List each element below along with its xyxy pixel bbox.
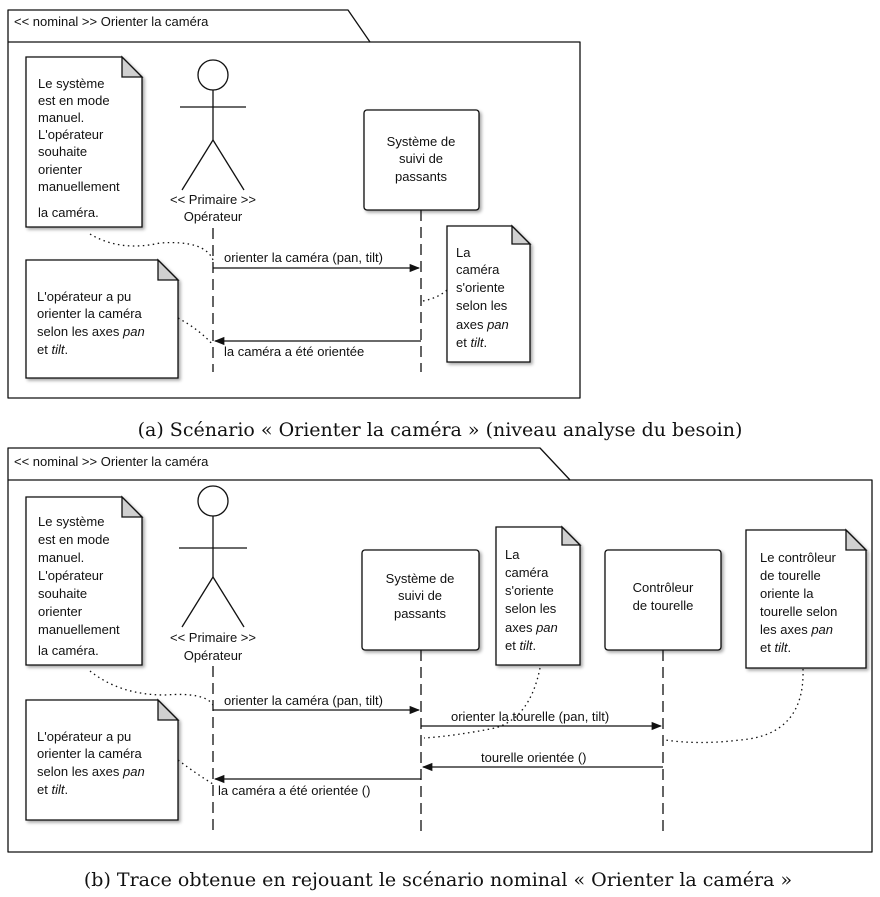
svg-text:la caméra.: la caméra. xyxy=(38,643,99,658)
svg-text:s'oriente: s'oriente xyxy=(505,583,554,598)
svg-text:manuellement: manuellement xyxy=(38,622,120,637)
svg-text:est en mode: est en mode xyxy=(38,93,110,108)
svg-text:axes pan: axes pan xyxy=(505,620,558,635)
svg-text:Le système: Le système xyxy=(38,76,104,91)
svg-text:orienter: orienter xyxy=(38,162,83,177)
caption-b: (b) Trace obtenue en rejouant le scénari… xyxy=(84,869,792,891)
svg-text:et tilt.: et tilt. xyxy=(505,638,536,653)
svg-text:et tilt.: et tilt. xyxy=(37,782,68,797)
svg-text:manuellement: manuellement xyxy=(38,179,120,194)
svg-text:selon les axes pan: selon les axes pan xyxy=(37,324,145,339)
svg-text:Le système: Le système xyxy=(38,514,104,529)
note-anchor-top-a xyxy=(89,233,214,261)
svg-text:suivi de: suivi de xyxy=(398,588,442,603)
note-anchor-bottom-b xyxy=(177,759,214,785)
svg-text:manuel.: manuel. xyxy=(38,550,84,565)
frame-label-a: << nominal >> Orienter la caméra xyxy=(14,14,209,29)
message-reply-label-b: la caméra a été orientée () xyxy=(218,783,370,798)
note-anchor-top-b xyxy=(89,670,214,706)
svg-text:orienter: orienter xyxy=(38,604,83,619)
note-anchor-right-b xyxy=(664,668,804,744)
svg-text:oriente la: oriente la xyxy=(760,586,814,601)
svg-text:axes pan: axes pan xyxy=(456,317,509,332)
svg-text:de tourelle: de tourelle xyxy=(760,568,821,583)
svg-text:tourelle selon: tourelle selon xyxy=(760,604,837,619)
svg-text:L'opérateur a pu: L'opérateur a pu xyxy=(37,289,131,304)
participant-system-a: Système de suivi de passants xyxy=(363,109,480,211)
note-left-top-a: Le système est en mode manuel. L'opérate… xyxy=(25,55,144,228)
message-turret-label-b: orienter la tourelle (pan, tilt) xyxy=(451,709,609,724)
svg-text:selon les: selon les xyxy=(505,601,557,616)
svg-text:manuel.: manuel. xyxy=(38,110,84,125)
caption-a: (a) Scénario « Orienter la caméra » (niv… xyxy=(138,419,743,441)
note-left-top-b: Le système est en mode manuel. L'opérate… xyxy=(25,495,144,666)
svg-text:s'oriente: s'oriente xyxy=(456,280,505,295)
note-right-a: La caméra s'oriente selon les axes pan e… xyxy=(446,224,532,363)
note-anchor-bottom-a xyxy=(177,317,214,346)
diagram-b: << nominal >> Orienter la caméra << Prim… xyxy=(7,447,873,891)
svg-text:et tilt.: et tilt. xyxy=(37,342,68,357)
svg-text:et tilt.: et tilt. xyxy=(760,640,791,655)
system-line-1-a: Système de xyxy=(387,134,456,149)
message-reply-label-a: la caméra a été orientée xyxy=(224,344,364,359)
svg-text:L'opérateur: L'opérateur xyxy=(38,568,104,583)
svg-text:souhaite: souhaite xyxy=(38,586,87,601)
system-line-2-a: suivi de xyxy=(399,151,443,166)
actor-name-b: Opérateur xyxy=(184,648,243,663)
frame-a xyxy=(7,9,581,399)
svg-text:La: La xyxy=(456,245,471,260)
svg-text:Contrôleur: Contrôleur xyxy=(633,580,694,595)
note-left-bottom-a: L'opérateur a pu orienter la caméra selo… xyxy=(25,258,180,379)
participant-controller-b: Contrôleur de tourelle xyxy=(604,549,722,651)
frame-label-b: << nominal >> Orienter la caméra xyxy=(14,454,209,469)
svg-text:les axes pan: les axes pan xyxy=(760,622,833,637)
actor-name-a: Opérateur xyxy=(184,209,243,224)
note-anchor-mid-b xyxy=(423,667,541,739)
note-right-b: Le contrôleur de tourelle oriente la tou… xyxy=(745,528,868,669)
svg-text:La: La xyxy=(505,547,520,562)
svg-text:Système de: Système de xyxy=(386,571,455,586)
message-request-label-a: orienter la caméra (pan, tilt) xyxy=(224,250,383,265)
diagram-a: << nominal >> Orienter la caméra << Prim… xyxy=(7,9,743,441)
svg-text:de tourelle: de tourelle xyxy=(633,598,694,613)
svg-text:et tilt.: et tilt. xyxy=(456,335,487,350)
svg-text:orienter la caméra: orienter la caméra xyxy=(37,306,143,321)
actor-operator-a: << Primaire >> Opérateur xyxy=(170,59,256,224)
svg-text:selon les: selon les xyxy=(456,298,508,313)
actor-stereotype-b: << Primaire >> xyxy=(170,630,256,645)
system-line-3-a: passants xyxy=(395,169,448,184)
svg-text:selon les axes pan: selon les axes pan xyxy=(37,764,145,779)
svg-text:Le contrôleur: Le contrôleur xyxy=(760,550,837,565)
svg-text:L'opérateur a pu: L'opérateur a pu xyxy=(37,729,131,744)
svg-text:caméra: caméra xyxy=(456,262,500,277)
note-mid-b: La caméra s'oriente selon les axes pan e… xyxy=(495,525,582,666)
svg-text:orienter la caméra: orienter la caméra xyxy=(37,746,143,761)
actor-stereotype-a: << Primaire >> xyxy=(170,192,256,207)
svg-text:la caméra.: la caméra. xyxy=(38,205,99,220)
svg-text:passants: passants xyxy=(394,606,447,621)
svg-text:caméra: caméra xyxy=(505,565,549,580)
note-anchor-right-a xyxy=(422,289,448,302)
message-turret-reply-label-b: tourelle orientée () xyxy=(481,750,587,765)
message-request-label-b: orienter la caméra (pan, tilt) xyxy=(224,693,383,708)
frame-b xyxy=(7,447,873,853)
svg-text:est en mode: est en mode xyxy=(38,532,110,547)
svg-text:souhaite: souhaite xyxy=(38,144,87,159)
participant-system-b: Système de suivi de passants xyxy=(361,549,480,651)
note-left-bottom-b: L'opérateur a pu orienter la caméra selo… xyxy=(25,698,180,821)
actor-operator-b: << Primaire >> Opérateur xyxy=(170,485,256,663)
svg-text:L'opérateur: L'opérateur xyxy=(38,127,104,142)
